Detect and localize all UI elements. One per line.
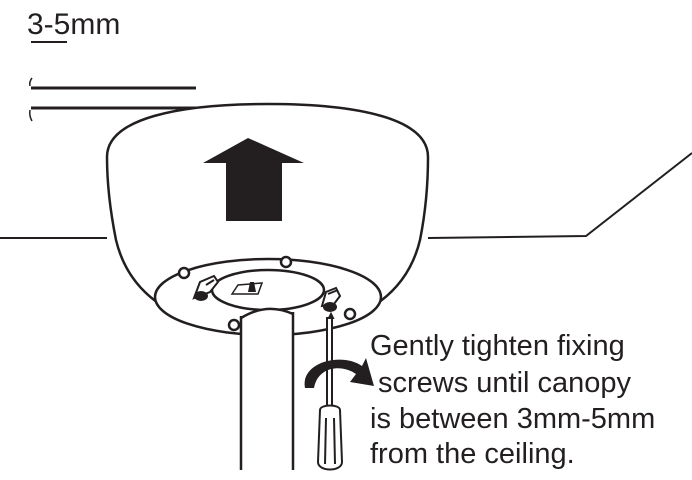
downrod xyxy=(239,307,295,480)
rotate-clockwise-arrow-icon xyxy=(304,358,374,388)
up-arrow-icon xyxy=(203,138,304,221)
ceiling-plane xyxy=(0,152,692,239)
gap-indicator: 3-5mm xyxy=(27,8,196,122)
screwdriver-icon xyxy=(316,311,344,471)
instruction-line-1: Gently tighten fixing xyxy=(370,330,625,362)
instruction-line-2: screws until canopy xyxy=(378,367,632,399)
instruction-line-3: is between 3mm-5mm xyxy=(370,403,655,435)
instruction-line-4: from the ceiling. xyxy=(370,438,575,470)
fixing-screw-right xyxy=(320,286,342,312)
instruction-text: Gently tighten fixing screws until canop… xyxy=(370,330,655,470)
gap-label: 3-5mm xyxy=(27,8,120,41)
canopy-center-hole xyxy=(210,268,326,312)
fixing-screw-left xyxy=(192,274,220,301)
